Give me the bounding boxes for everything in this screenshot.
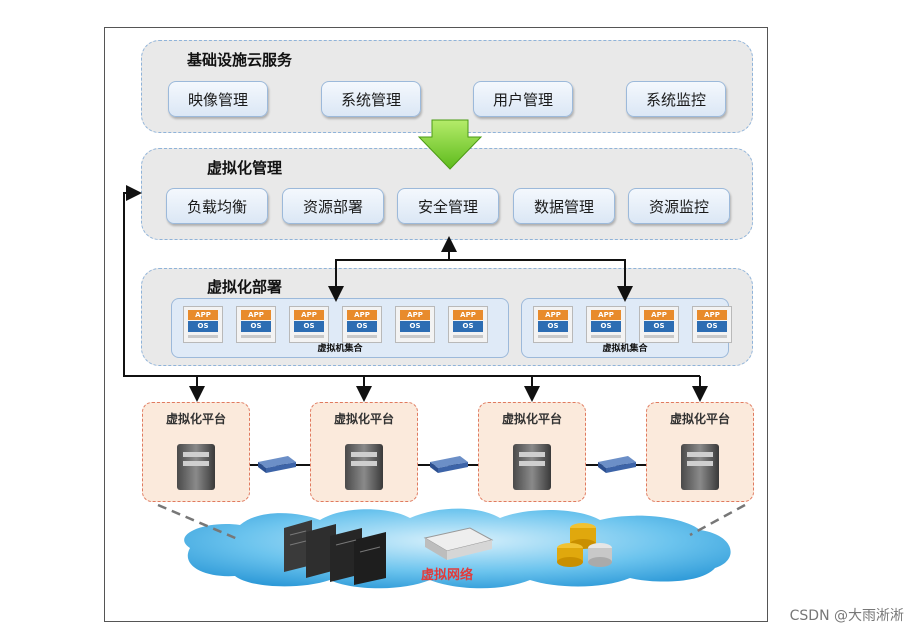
load-balancing-button[interactable]: 负载均衡 bbox=[166, 188, 268, 224]
vm-base bbox=[347, 335, 377, 338]
system-management-button[interactable]: 系统管理 bbox=[321, 81, 421, 117]
virtualization-platform-2: 虚拟化平台 bbox=[310, 402, 418, 502]
vm-app-label: APP bbox=[188, 310, 218, 320]
vm-app-label: APP bbox=[453, 310, 483, 320]
vm-base bbox=[400, 335, 430, 338]
watermark: CSDN @大雨淅淅 bbox=[789, 608, 904, 624]
data-management-button[interactable]: 数据管理 bbox=[513, 188, 615, 224]
vm-os-label: OS bbox=[644, 321, 674, 332]
platform-title: 虚拟化平台 bbox=[333, 412, 394, 426]
virtualization-management-title: 虚拟化管理 bbox=[207, 159, 283, 177]
vm-app-label: APP bbox=[538, 310, 568, 320]
system-monitoring-button[interactable]: 系统监控 bbox=[626, 81, 726, 117]
vm-base bbox=[697, 335, 727, 338]
vm-os-label: OS bbox=[697, 321, 727, 332]
virtual-network-label: 虚拟网络 bbox=[421, 568, 474, 583]
vm-app-label: APP bbox=[644, 310, 674, 320]
security-management-button[interactable]: 安全管理 bbox=[397, 188, 499, 224]
virtualization-platform-1: 虚拟化平台 bbox=[142, 402, 250, 502]
platform-title: 虚拟化平台 bbox=[165, 412, 226, 426]
platform-title: 虚拟化平台 bbox=[669, 412, 730, 426]
vm-group-label: 虚拟机集合 bbox=[317, 344, 363, 354]
vm-app-label: APP bbox=[591, 310, 621, 320]
image-management-button[interactable]: 映像管理 bbox=[168, 81, 268, 117]
virtualization-platform-3: 虚拟化平台 bbox=[478, 402, 586, 502]
resource-monitoring-button[interactable]: 资源监控 bbox=[628, 188, 730, 224]
vm-os-label: OS bbox=[294, 321, 324, 332]
vm-group-label: 虚拟机集合 bbox=[602, 344, 648, 354]
vm-base bbox=[644, 335, 674, 338]
vm-app-label: APP bbox=[697, 310, 727, 320]
vm-os-label: OS bbox=[347, 321, 377, 332]
vm-base bbox=[453, 335, 483, 338]
vm-os-label: OS bbox=[453, 321, 483, 332]
vm-os-label: OS bbox=[241, 321, 271, 332]
infrastructure-title: 基础设施云服务 bbox=[187, 51, 293, 69]
vm-base bbox=[188, 335, 218, 338]
vm-os-label: OS bbox=[400, 321, 430, 332]
vm-os-label: OS bbox=[591, 321, 621, 332]
platform-title: 虚拟化平台 bbox=[501, 412, 562, 426]
vm-app-label: APP bbox=[347, 310, 377, 320]
vm-base bbox=[294, 335, 324, 338]
virtualization-deployment-title: 虚拟化部署 bbox=[207, 278, 283, 296]
infrastructure-panel: 基础设施云服务 映像管理 系统管理 用户管理 系统监控 bbox=[141, 40, 753, 133]
vm-base bbox=[538, 335, 568, 338]
vm-os-label: OS bbox=[538, 321, 568, 332]
vm-base bbox=[241, 335, 271, 338]
resource-deployment-button[interactable]: 资源部署 bbox=[282, 188, 384, 224]
vm-app-label: APP bbox=[241, 310, 271, 320]
vm-app-label: APP bbox=[400, 310, 430, 320]
vm-app-label: APP bbox=[294, 310, 324, 320]
virtualization-platform-4: 虚拟化平台 bbox=[646, 402, 754, 502]
vm-base bbox=[591, 335, 621, 338]
vm-os-label: OS bbox=[188, 321, 218, 332]
user-management-button[interactable]: 用户管理 bbox=[473, 81, 573, 117]
virtualization-management-panel: 虚拟化管理 负载均衡 资源部署 安全管理 数据管理 资源监控 bbox=[141, 148, 753, 240]
